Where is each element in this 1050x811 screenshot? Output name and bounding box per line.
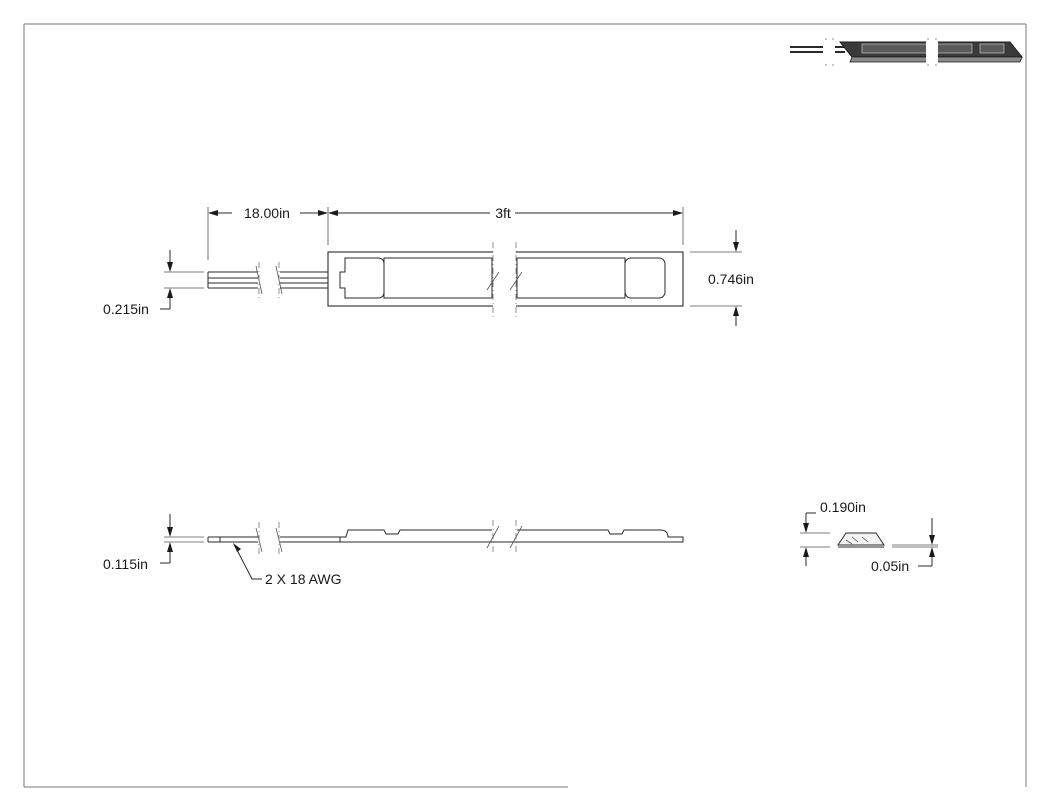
dim-lead-thickness: 0.115in (103, 514, 204, 572)
top-view: 18.00in 3ft 0.746in (103, 205, 754, 326)
sheet-border (23, 23, 1027, 788)
end-view: 0.190in 0.05in (800, 499, 938, 574)
dim-width-label: 0.746in (708, 271, 754, 287)
dim-lead-spacing-label: 0.215in (103, 301, 149, 317)
dim-lead-spacing: 0.215in (103, 250, 204, 317)
dim-lead-thickness-label: 0.115in (103, 556, 148, 572)
dim-end-height: 0.190in (800, 499, 866, 566)
isometric-view (790, 38, 1024, 66)
dim-width: 0.746in (690, 230, 754, 326)
dim-end-height-label: 0.190in (820, 499, 866, 515)
dim-lead-length-label: 18.00in (244, 205, 290, 221)
top-view-lead-wires (207, 262, 345, 298)
side-view-lead (207, 522, 340, 556)
wire-gauge-callout-label: 2 X 18 AWG (265, 571, 342, 587)
wire-gauge-callout: 2 X 18 AWG (233, 543, 342, 587)
dim-substrate-thickness: 0.05in (871, 518, 938, 574)
side-view-body (328, 520, 684, 554)
side-view: 0.115in 2 X 18 AWG (103, 514, 684, 587)
dim-heater-length-label: 3ft (495, 205, 511, 221)
dim-substrate-thickness-label: 0.05in (871, 558, 909, 574)
dim-heater-length: 3ft (328, 205, 684, 245)
heater-body (327, 242, 684, 318)
dim-lead-length: 18.00in (207, 205, 329, 260)
